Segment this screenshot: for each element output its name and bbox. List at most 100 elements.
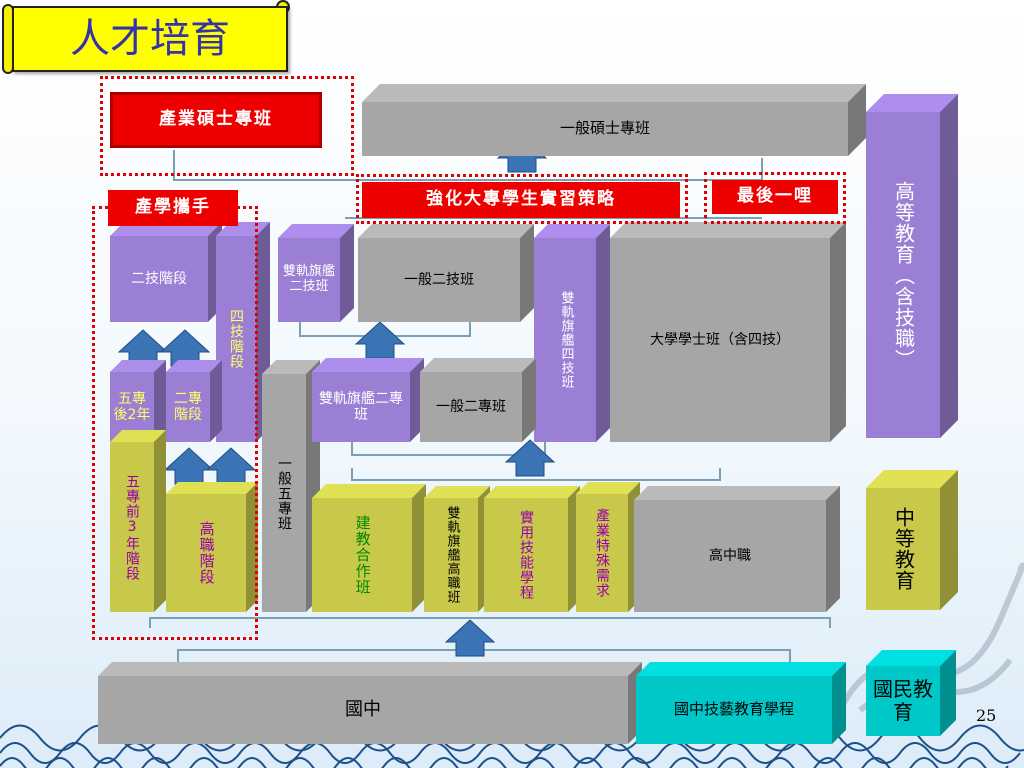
high-voc-box[interactable]: 高中職	[634, 500, 826, 612]
four-tech-stage-box[interactable]: 四技階段	[216, 236, 256, 442]
last-mile-frame	[704, 172, 846, 224]
two-tech-stage-box-label: 二技階段	[131, 270, 187, 287]
secondary-edu-box-label: 中等教育	[891, 507, 916, 591]
dual-junior-box-top	[312, 358, 424, 372]
two-junior-stage-box-top	[166, 360, 222, 372]
practical-box-top	[484, 486, 580, 498]
page-number: 25	[976, 706, 997, 725]
jh-skill-box-label: 國中技藝教育學程	[673, 700, 794, 719]
industry-master-frame	[100, 76, 354, 176]
high-voc-box-label: 高中職	[709, 547, 751, 564]
junior-high-box-top	[98, 662, 642, 676]
page-title-text: 人才培育	[70, 16, 230, 62]
five-before-box[interactable]: 五專前3年階段	[110, 442, 154, 612]
general-master-box[interactable]: 一般碩士專班	[362, 102, 848, 156]
two-junior-stage-box-side	[210, 360, 222, 442]
arrow-up-icon	[355, 321, 405, 359]
general-five-box-top	[262, 360, 320, 374]
secondary-edu-box-side	[940, 470, 958, 610]
jh-skill-box-top	[636, 662, 846, 676]
practical-box[interactable]: 實用技能學程	[484, 498, 568, 612]
university-box-label: 大學學士班（含四技）	[650, 331, 790, 348]
five-after-box-side	[154, 360, 166, 442]
national-edu-box[interactable]: 國民教育	[866, 666, 940, 736]
general-five-box[interactable]: 一般五專班	[262, 374, 306, 612]
five-before-box-label: 五專前3年階段	[124, 473, 141, 581]
dual-two-tech-box-side	[340, 224, 354, 322]
coop-box-label: 建教合作班	[353, 515, 372, 595]
university-box[interactable]: 大學學士班（含四技）	[610, 238, 830, 442]
university-box-side	[830, 222, 846, 442]
internship-label: 強化大專學生實習策略	[426, 189, 616, 210]
general-two-tech-box[interactable]: 一般二技班	[358, 238, 520, 322]
dual-junior-box[interactable]: 雙軌旗艦二專班	[312, 372, 410, 442]
higher-edu-box-top	[866, 94, 958, 112]
general-five-box-label: 一般五專班	[276, 455, 293, 531]
five-before-box-side	[154, 430, 166, 612]
five-after-box-top	[110, 360, 166, 372]
general-junior-box-label: 一般二專班	[436, 398, 506, 415]
arrow-up-icon	[505, 439, 555, 477]
dual-four-tech-box-label: 雙軌旗艦四技班	[558, 291, 574, 389]
dual-four-tech-box-side	[596, 224, 610, 442]
vocational-stage-box[interactable]: 高職階段	[166, 494, 246, 612]
national-edu-box-side	[940, 650, 956, 736]
higher-edu-box-side	[940, 94, 958, 438]
junior-high-box[interactable]: 國中	[98, 676, 628, 744]
page-title: 人才培育	[12, 6, 288, 72]
high-voc-box-top	[634, 486, 840, 500]
dual-junior-box-label: 雙軌旗艦二專班	[319, 390, 403, 423]
dual-two-tech-box-top	[278, 224, 354, 238]
general-junior-box-top	[420, 358, 536, 372]
practical-box-label: 實用技能學程	[518, 510, 535, 600]
high-voc-box-side	[826, 486, 840, 612]
general-junior-box[interactable]: 一般二專班	[420, 372, 522, 442]
general-two-tech-box-label: 一般二技班	[404, 271, 474, 288]
two-junior-stage-box-label: 二專階段	[174, 390, 202, 423]
five-after-box-label: 五專後2年	[113, 390, 151, 423]
general-master-box-side	[848, 84, 866, 156]
coop-box[interactable]: 建教合作班	[312, 498, 412, 612]
dual-voc-box[interactable]: 雙軌旗艦高職班	[424, 498, 478, 612]
junior-high-box-label: 國中	[345, 698, 381, 720]
industry-academia-frame	[92, 206, 258, 640]
dual-voc-box-top	[424, 486, 490, 498]
higher-edu-box-label: 高等教育（含技職）	[891, 180, 916, 370]
university-box-top	[610, 222, 846, 238]
industry-academia-label: 產學攜手	[135, 197, 211, 218]
higher-edu-box[interactable]: 高等教育（含技職）	[866, 112, 940, 438]
dual-voc-box-label: 雙軌旗艦高職班	[444, 506, 460, 604]
general-master-box-label: 一般碩士專班	[559, 119, 650, 138]
special-needs-box-label: 產業特殊需求	[594, 508, 611, 598]
industry-master-label: 產業碩士專班	[159, 109, 273, 130]
national-edu-box-label: 國民教育	[873, 677, 933, 724]
jh-skill-box-side	[832, 662, 846, 744]
coop-box-top	[312, 484, 426, 498]
dual-four-tech-box[interactable]: 雙軌旗艦四技班	[534, 238, 596, 442]
last-mile-label: 最後一哩	[737, 186, 813, 207]
special-needs-box-top	[576, 482, 640, 494]
industry-academia-tag[interactable]: 產學攜手	[108, 190, 238, 226]
general-master-box-top	[362, 84, 866, 102]
secondary-edu-box[interactable]: 中等教育	[866, 488, 940, 610]
general-two-tech-box-top	[358, 224, 534, 238]
national-edu-box-top	[866, 650, 956, 666]
coop-box-side	[412, 484, 426, 612]
dual-two-tech-box[interactable]: 雙軌旗艦二技班	[278, 238, 340, 322]
internship-frame	[356, 174, 688, 224]
vocational-stage-box-label: 高職階段	[197, 521, 216, 585]
general-two-tech-box-side	[520, 224, 534, 322]
last-mile-tag[interactable]: 最後一哩	[712, 180, 838, 214]
two-junior-stage-box[interactable]: 二專階段	[166, 372, 210, 442]
secondary-edu-box-top	[866, 470, 958, 488]
special-needs-box[interactable]: 產業特殊需求	[576, 494, 628, 612]
jh-skill-box[interactable]: 國中技藝教育學程	[636, 676, 832, 744]
five-before-box-top	[110, 430, 166, 442]
four-tech-stage-box-label: 四技階段	[228, 309, 245, 369]
industry-master-tag[interactable]: 產業碩士專班	[110, 92, 322, 148]
two-tech-stage-box[interactable]: 二技階段	[110, 236, 208, 322]
dual-two-tech-box-label: 雙軌旗艦二技班	[282, 264, 335, 294]
internship-tag[interactable]: 強化大專學生實習策略	[362, 182, 680, 218]
vocational-stage-box-top	[166, 482, 258, 494]
